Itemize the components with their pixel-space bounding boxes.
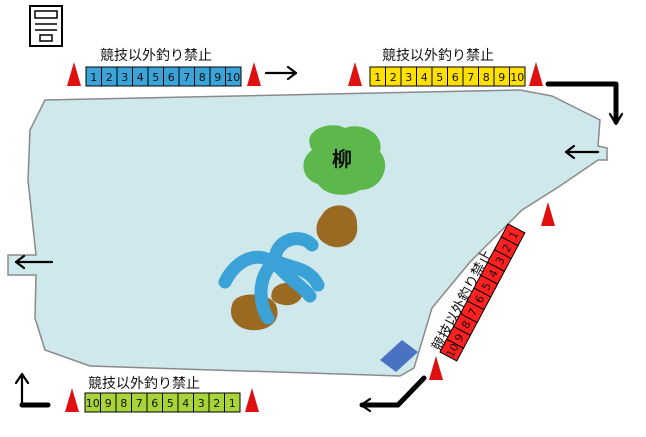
arrow-icon xyxy=(14,254,54,270)
arrow-icon xyxy=(264,65,298,81)
no-fishing-label: 競技以外釣り禁止 xyxy=(382,48,494,64)
seat-number: 4 xyxy=(421,71,428,84)
seat-number: 2 xyxy=(390,71,397,84)
seat-number: 1 xyxy=(374,71,381,84)
seat-number: 8 xyxy=(199,71,206,84)
vending-machine-icon xyxy=(29,5,63,47)
seat-number: 10 xyxy=(86,397,100,410)
seat-number: 6 xyxy=(151,397,158,410)
seat-number: 6 xyxy=(452,71,459,84)
arrow-icon xyxy=(564,144,600,160)
seat-number: 9 xyxy=(105,397,112,410)
cones xyxy=(65,62,555,412)
cone-icon xyxy=(348,62,362,86)
willow-tree xyxy=(303,125,386,195)
seat-number: 8 xyxy=(483,71,490,84)
pond xyxy=(7,89,608,377)
arrow-icon xyxy=(545,81,624,126)
seat-number: 8 xyxy=(120,397,127,410)
cone-icon xyxy=(541,202,555,226)
arrow-icon xyxy=(359,375,427,413)
arrows xyxy=(14,65,624,413)
seat-number: 2 xyxy=(106,71,113,84)
water-plant xyxy=(218,232,325,325)
seat-number: 5 xyxy=(436,71,443,84)
no-fishing-label: 競技以外釣り禁止 xyxy=(88,376,200,392)
seat-number: 5 xyxy=(152,71,159,84)
seat-number-cell xyxy=(225,66,242,87)
seat-number: 3 xyxy=(405,71,412,84)
seat-number: 3 xyxy=(121,71,128,84)
seat-number: 4 xyxy=(137,71,144,84)
seat-number: 5 xyxy=(167,397,174,410)
cone-icon xyxy=(245,388,259,412)
seat-number: 6 xyxy=(168,71,175,84)
seat-number-cell xyxy=(500,223,526,247)
cone-icon xyxy=(67,62,81,86)
seat-number: 9 xyxy=(498,71,505,84)
seat-number: 9 xyxy=(214,71,221,84)
platform xyxy=(380,340,418,372)
seat-number: 7 xyxy=(467,71,474,84)
seat-number-cell xyxy=(224,392,241,413)
arrow-icon xyxy=(14,372,51,408)
cone-icon xyxy=(247,62,261,86)
seat-number: 1 xyxy=(229,397,236,410)
seat-number: 3 xyxy=(198,397,205,410)
seat-number: 10 xyxy=(510,71,524,84)
seat-number: 2 xyxy=(213,397,220,410)
rock xyxy=(316,205,358,248)
no-fishing-label: 競技以外釣り禁止 xyxy=(100,48,212,64)
willow-label: 柳 xyxy=(332,147,352,171)
cone-icon xyxy=(429,356,443,380)
seat-number: 10 xyxy=(444,341,462,359)
seat-number-cell xyxy=(509,66,526,87)
seat-number: 7 xyxy=(183,71,190,84)
cone-icon xyxy=(65,388,79,412)
cone-icon xyxy=(529,62,543,86)
seat-number: 1 xyxy=(90,71,97,84)
seat-number: 7 xyxy=(136,397,143,410)
seat-number: 4 xyxy=(182,397,189,410)
seat-number: 10 xyxy=(226,71,240,84)
